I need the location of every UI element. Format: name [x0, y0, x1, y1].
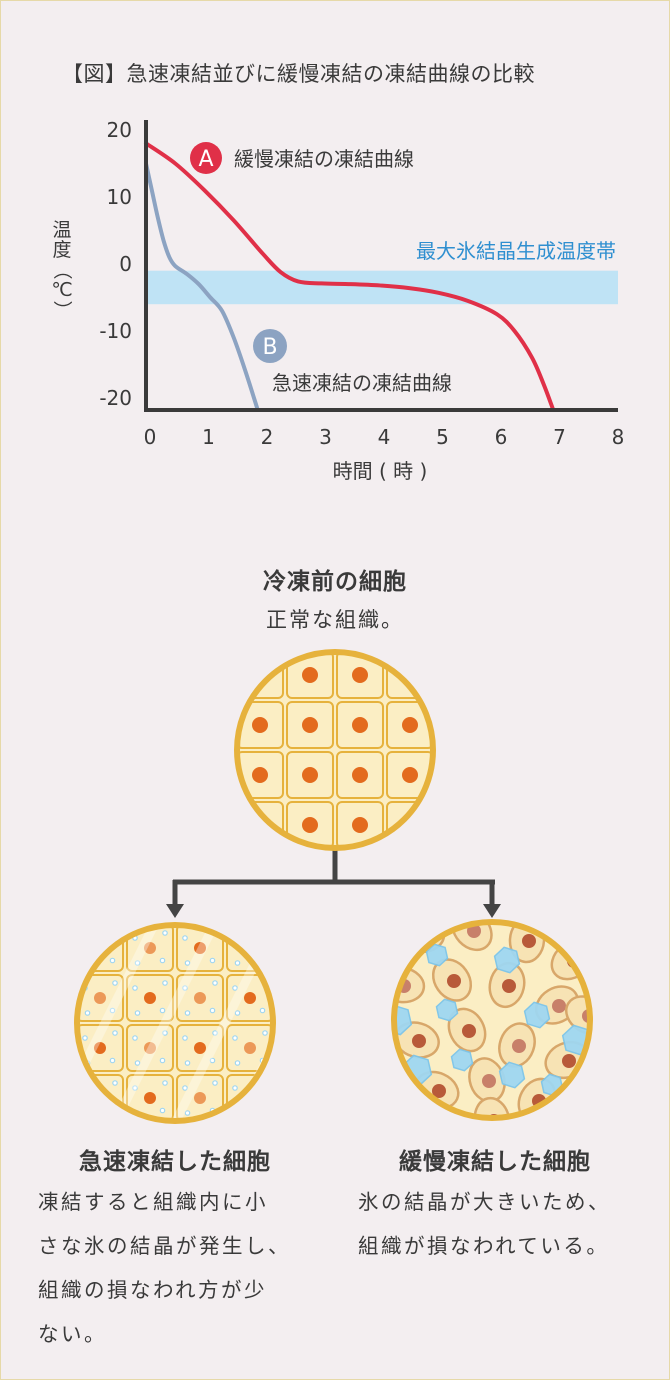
rapid-frozen-cell-circle [74, 922, 276, 1124]
y-tick-label: 10 [107, 185, 132, 209]
y-tick-label: 20 [107, 118, 132, 142]
desc-line: 組織が損なわれている。 [358, 1234, 610, 1258]
y-tick-label: -10 [99, 319, 132, 343]
arrow-left [166, 904, 184, 918]
desc-line: 凍結すると組織内に小 [38, 1190, 268, 1214]
cell-diagrams [74, 649, 593, 1124]
rapid-cell-title: 急速凍結した細胞 [79, 1149, 271, 1175]
series-line-b [144, 161, 260, 411]
x-tick-label: 6 [495, 425, 508, 449]
desc-line: さな氷の結晶が発生し、 [38, 1234, 291, 1258]
freezing-curve-chart: 最大氷結晶生成温度帯 0 1 2 3 4 5 6 7 8 20 10 0 -10 -20 温度（℃） 時間… [51, 118, 625, 483]
x-tick-label: 4 [378, 425, 391, 449]
series-a-marker [190, 142, 222, 174]
band-label: 最大氷結晶生成温度帯 [416, 239, 616, 263]
x-tick-label: 8 [612, 425, 625, 449]
svg-text:）: ） [51, 300, 73, 319]
normal-cell-title: 冷凍前の細胞 [263, 569, 407, 595]
x-tick-label: 1 [202, 425, 215, 449]
desc-line: 氷の結晶が大きいため、 [358, 1190, 611, 1214]
x-axis-label: 時間 ( 時 ) [333, 459, 428, 483]
slow-cell-description: 氷の結晶が大きいため、 組織が損なわれている。 [358, 1180, 658, 1268]
normal-cell-subtitle: 正常な組織。 [266, 608, 404, 632]
desc-line: 組織の損なわれ方が少 [38, 1278, 267, 1302]
svg-text:度: 度 [52, 239, 71, 261]
series-a-label: 緩慢凍結の凍結曲線 [234, 147, 414, 171]
desc-line: ない。 [38, 1322, 107, 1346]
x-tick-label: 3 [319, 425, 332, 449]
svg-text:（: （ [51, 260, 73, 279]
series-a-letter: A [198, 147, 213, 172]
series-b-letter: B [262, 335, 277, 360]
figure-title: 【図】急速凍結並びに緩慢凍結の凍結曲線の比較 [62, 62, 535, 86]
y-axis-label: 温度（℃） [51, 219, 73, 320]
x-tick-label: 2 [261, 425, 274, 449]
svg-text:℃: ℃ [51, 279, 72, 301]
x-tick-label: 0 [144, 425, 157, 449]
x-tick-label: 7 [553, 425, 566, 449]
y-tick-label: -20 [99, 386, 132, 410]
series-b-marker [253, 329, 287, 363]
rapid-cell-description: 凍結すると組織内に小 さな氷の結晶が発生し、 組織の損なわれ方が少 ない。 [38, 1180, 328, 1356]
slow-cell-title: 緩慢凍結した細胞 [399, 1149, 591, 1175]
series-b-label: 急速凍結の凍結曲線 [272, 371, 452, 395]
y-tick-label: 0 [119, 252, 132, 276]
slow-frozen-cell-circle [391, 919, 593, 1121]
branch-connector [172, 848, 495, 904]
series-line-a [144, 141, 555, 411]
svg-text:温: 温 [52, 219, 71, 241]
arrow-right [483, 904, 501, 918]
x-tick-label: 5 [436, 425, 449, 449]
